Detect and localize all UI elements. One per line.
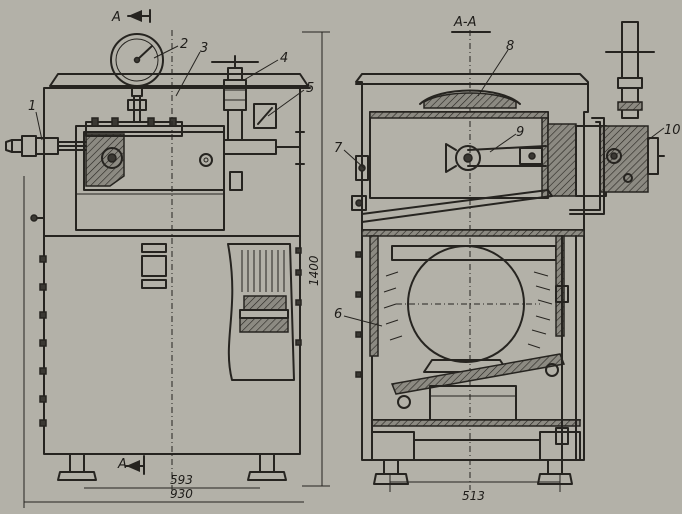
section-mark-top: А (111, 10, 121, 25)
section-view: А-А (351, 15, 665, 485)
callout-9: 9 (516, 125, 524, 140)
dim-width: 930 (170, 487, 193, 501)
dimensions: 1400 593 930 513 (23, 31, 561, 508)
callout-1: 1 (28, 99, 36, 114)
dim-section-width: 513 (462, 489, 485, 503)
dim-depth: 593 (170, 473, 193, 487)
callout-8: 8 (506, 39, 514, 54)
callout-4: 4 (280, 51, 288, 66)
callout-6: 6 (334, 307, 342, 322)
callout-leaders (35, 45, 665, 327)
callout-3: 3 (200, 41, 208, 56)
callout-7: 7 (334, 141, 343, 156)
section-title: А-А (453, 15, 476, 30)
section-mark-bottom: А (117, 457, 127, 472)
front-view: А А (5, 9, 311, 481)
callouts: 1 2 3 4 5 6 7 8 9 10 (28, 37, 681, 322)
callout-5: 5 (306, 81, 314, 96)
callout-10: 10 (664, 123, 681, 138)
dim-height: 1400 (307, 255, 321, 286)
callout-2: 2 (180, 37, 188, 52)
